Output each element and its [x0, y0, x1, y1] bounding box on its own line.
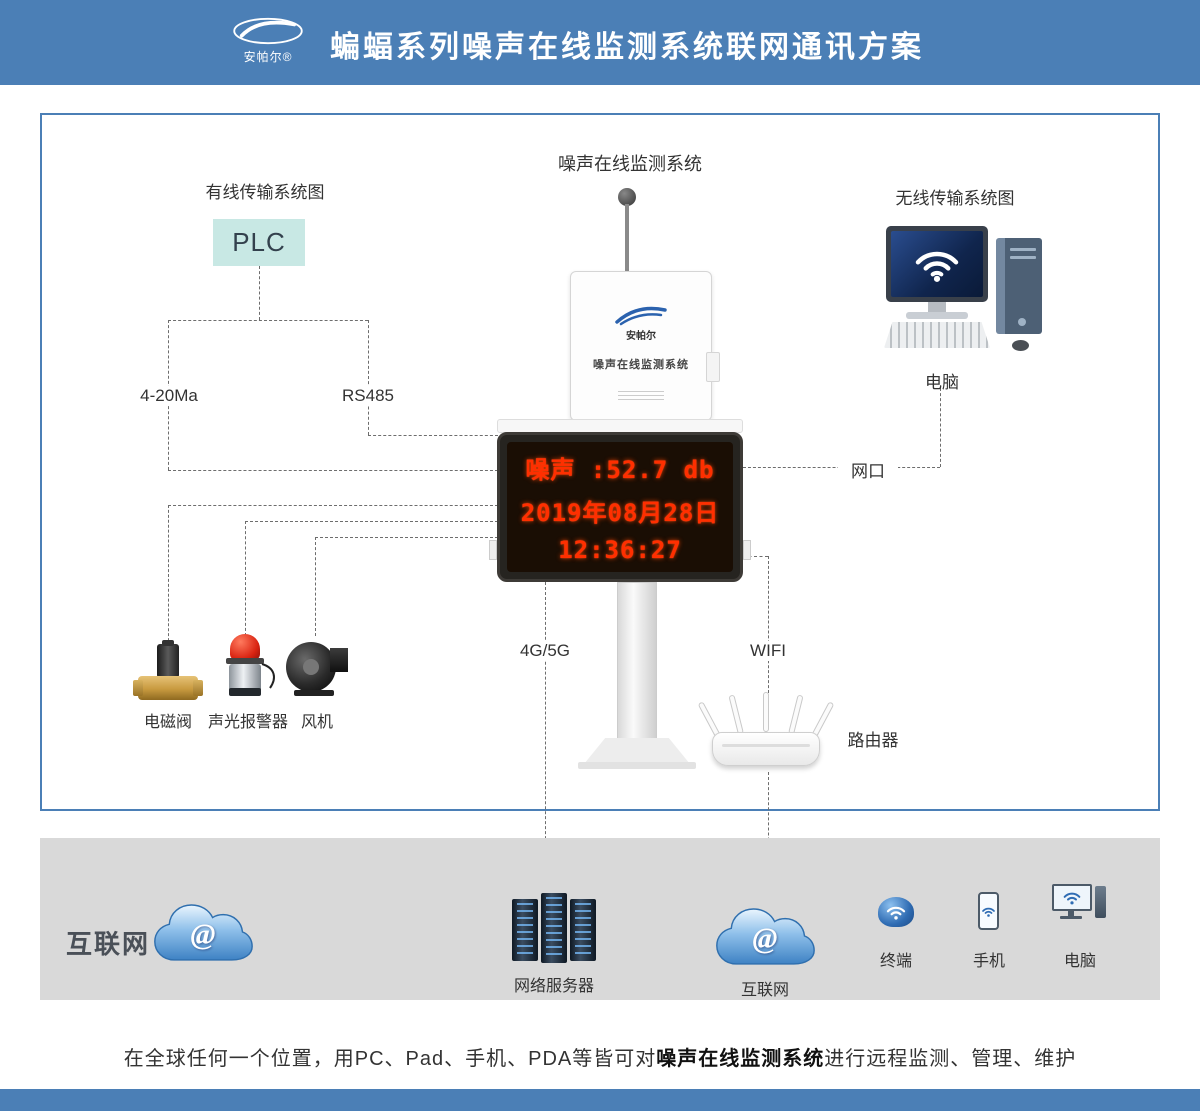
display-bracket	[743, 540, 751, 560]
brand-swoosh-icon	[233, 17, 303, 45]
connector-line	[315, 537, 316, 636]
cloud-icon	[716, 908, 815, 965]
bottom-note-post: 进行远程监测、管理、维护	[824, 1048, 1077, 1070]
bottom-note-pre: 在全球任何一个位置，用PC、Pad、手机、PDA等皆可对	[123, 1048, 657, 1070]
connector-line	[940, 388, 941, 467]
lan-port-label: 网口	[838, 457, 898, 482]
brand-logo-text: 安帕尔®	[243, 50, 293, 64]
connector-line	[168, 470, 498, 471]
analog-signal-label: 4-20Ma	[132, 386, 206, 406]
display-mount	[497, 419, 743, 433]
connector-line	[245, 521, 498, 522]
keyboard-icon	[884, 322, 990, 348]
sound-light-alarm-icon	[224, 634, 275, 700]
led-line-date: 2019年08月28日	[520, 499, 720, 527]
internet-title: 互联网	[66, 929, 151, 959]
fan-label: 风机	[300, 714, 333, 731]
monitor-base	[906, 312, 968, 319]
cloud-icon	[154, 904, 253, 961]
at-symbol: @	[190, 918, 216, 951]
wired-heading: 有线传输系统图	[205, 183, 325, 202]
router-label: 路由器	[847, 731, 899, 750]
at-symbol: @	[752, 922, 778, 955]
server-label: 网络服务器	[513, 978, 594, 995]
terminal-label: 终端	[879, 953, 912, 970]
server-icon	[512, 893, 596, 967]
cloud2-label: 互联网	[740, 982, 789, 999]
connector-line	[368, 320, 369, 435]
connector-line	[368, 435, 498, 436]
pc-tower-icon	[996, 238, 1042, 334]
wifi-icon	[915, 251, 959, 282]
wifi-label: WIFI	[744, 641, 792, 661]
valve-label: 电磁阀	[143, 714, 192, 731]
led-display: 噪声 :52.7 db 2019年08月28日 12:36:27	[497, 432, 743, 582]
internet-cloud-2: @	[712, 900, 818, 972]
connector-line	[545, 582, 546, 869]
desktop-monitor	[886, 226, 988, 302]
wireless-heading: 无线传输系统图	[895, 189, 1015, 208]
monitor-screen	[891, 231, 983, 297]
cabinet-vents	[618, 388, 664, 400]
connector-line	[245, 521, 246, 636]
brand-logo: 安帕尔®	[226, 16, 310, 65]
monitor-stand	[928, 302, 946, 313]
microphone-icon	[618, 188, 636, 206]
footer-bar	[0, 1089, 1200, 1111]
cabinet-latch	[706, 352, 720, 382]
station-cabinet: 安帕尔 噪声在线监测系统	[570, 271, 720, 421]
computer-label: 电脑	[925, 373, 959, 392]
wifi-icon	[982, 907, 995, 917]
small-pc-label: 电脑	[1063, 953, 1096, 970]
router-icon	[697, 692, 835, 772]
connector-line	[168, 505, 169, 646]
cabinet-brand-text: 安帕尔	[626, 331, 656, 342]
led-display-screen: 噪声 :52.7 db 2019年08月28日 12:36:27	[507, 442, 733, 572]
station-pole	[617, 582, 657, 740]
solenoid-valve-icon	[133, 640, 203, 704]
wifi-icon	[1063, 892, 1081, 905]
connector-line	[743, 556, 768, 557]
led-line-noise: 噪声 :52.7 db	[525, 456, 715, 484]
cellular-label: 4G/5G	[513, 641, 577, 661]
led-line-time: 12:36:27	[558, 536, 682, 564]
connector-line	[768, 772, 769, 896]
wifi-icon	[886, 906, 906, 920]
cabinet-title: 噪声在线监测系统	[593, 359, 689, 371]
rs485-label: RS485	[336, 386, 400, 406]
connector-line	[768, 556, 769, 698]
bottom-note-bold: 噪声在线监测系统	[656, 1048, 825, 1070]
microphone-rod	[625, 204, 629, 272]
system-heading: 噪声在线监测系统	[558, 154, 702, 174]
page-title: 蝙蝠系列噪声在线监测系统联网通讯方案	[330, 31, 924, 64]
display-bracket	[489, 540, 497, 560]
connector-line	[168, 505, 498, 506]
connector-line	[259, 266, 260, 320]
mouse-icon	[1012, 340, 1029, 351]
internet-cloud: @	[150, 896, 256, 968]
station-base-plate	[578, 762, 696, 769]
station-base	[584, 738, 690, 764]
header-bar: 安帕尔® 蝙蝠系列噪声在线监测系统联网通讯方案	[0, 0, 1200, 85]
phone-label: 手机	[972, 953, 1005, 970]
connector-line	[315, 537, 498, 538]
small-pc-icon	[1052, 884, 1106, 930]
plc-box: PLC	[213, 219, 305, 266]
fan-icon	[286, 634, 348, 698]
bottom-note: 在全球任何一个位置，用PC、Pad、手机、PDA等皆可对噪声在线监测系统进行远程…	[0, 1042, 1200, 1071]
cabinet-brand-swoosh-icon	[615, 306, 667, 326]
phone-icon	[978, 892, 999, 930]
terminal-icon	[878, 897, 914, 927]
connector-line	[168, 320, 368, 321]
alarm-wire	[261, 663, 275, 689]
alarm-label: 声光报警器	[207, 714, 288, 731]
